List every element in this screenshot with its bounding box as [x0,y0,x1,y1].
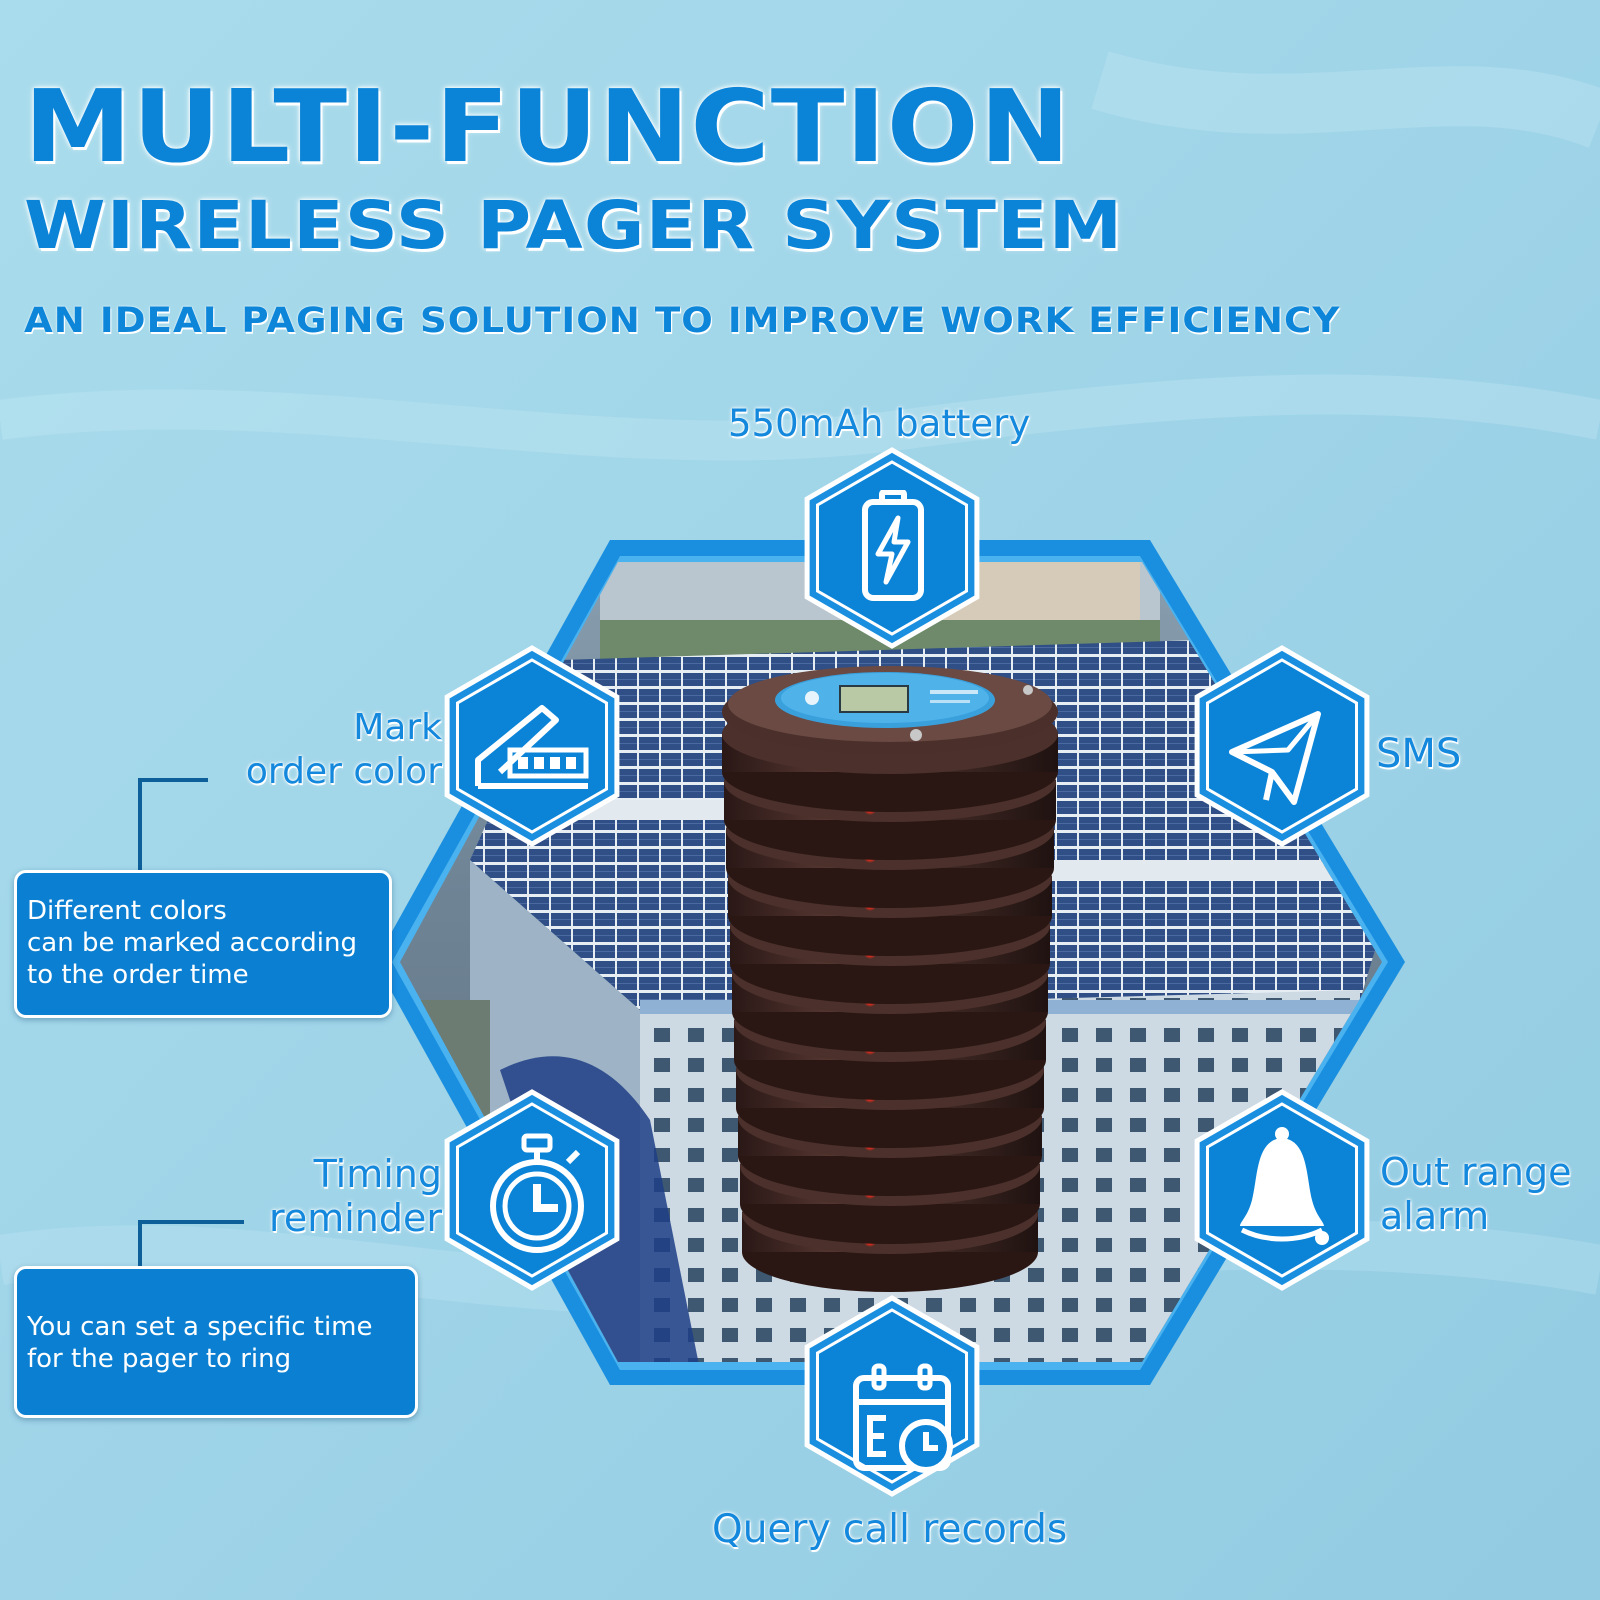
mark-color-description-line: Different colors [27,896,227,926]
battery-label: 550mAh battery [728,402,1031,445]
timing-label: Timing reminder [246,1152,442,1240]
color-marker-icon [475,705,589,789]
mark-color-description-line: to the order time [27,960,249,990]
envelope-icon [1229,711,1321,805]
mark-color-description: Different colors can be marked according… [14,870,392,1018]
timing-description-line: You can set a specific time [27,1312,373,1342]
mark-color-label-line1: Mark [353,707,442,748]
out-range-label-line2: alarm [1380,1194,1490,1238]
timing-label-line2: reminder [269,1196,442,1240]
query-label: Query call records [712,1507,1068,1552]
out-range-label: Out range alarm [1380,1150,1571,1238]
stopwatch-icon [490,1133,584,1253]
out-range-label-line1: Out range [1380,1150,1572,1194]
mark-color-label-line2: order color [245,751,442,792]
subtitle: WIRELESS PAGER SYSTEM [24,187,1124,264]
tagline: AN IDEAL PAGING SOLUTION TO IMPROVE WORK… [24,301,1341,341]
mark-color-connector [138,778,208,876]
mark-color-label: Mark order color [210,706,442,794]
battery-icon [862,490,924,601]
timing-description: You can set a specific time for the page… [14,1266,418,1418]
timing-label-line1: Timing [313,1152,442,1196]
calendar-clock-icon [853,1363,953,1473]
sms-label: SMS [1376,731,1462,777]
bell-icon [1240,1127,1329,1245]
timing-description-line: for the pager to ring [27,1344,292,1374]
pager-stack [722,666,1058,1292]
main-title: MULTI-FUNCTION [24,68,1072,185]
mark-color-description-line: can be marked according [27,928,357,958]
timing-connector [138,1220,244,1272]
